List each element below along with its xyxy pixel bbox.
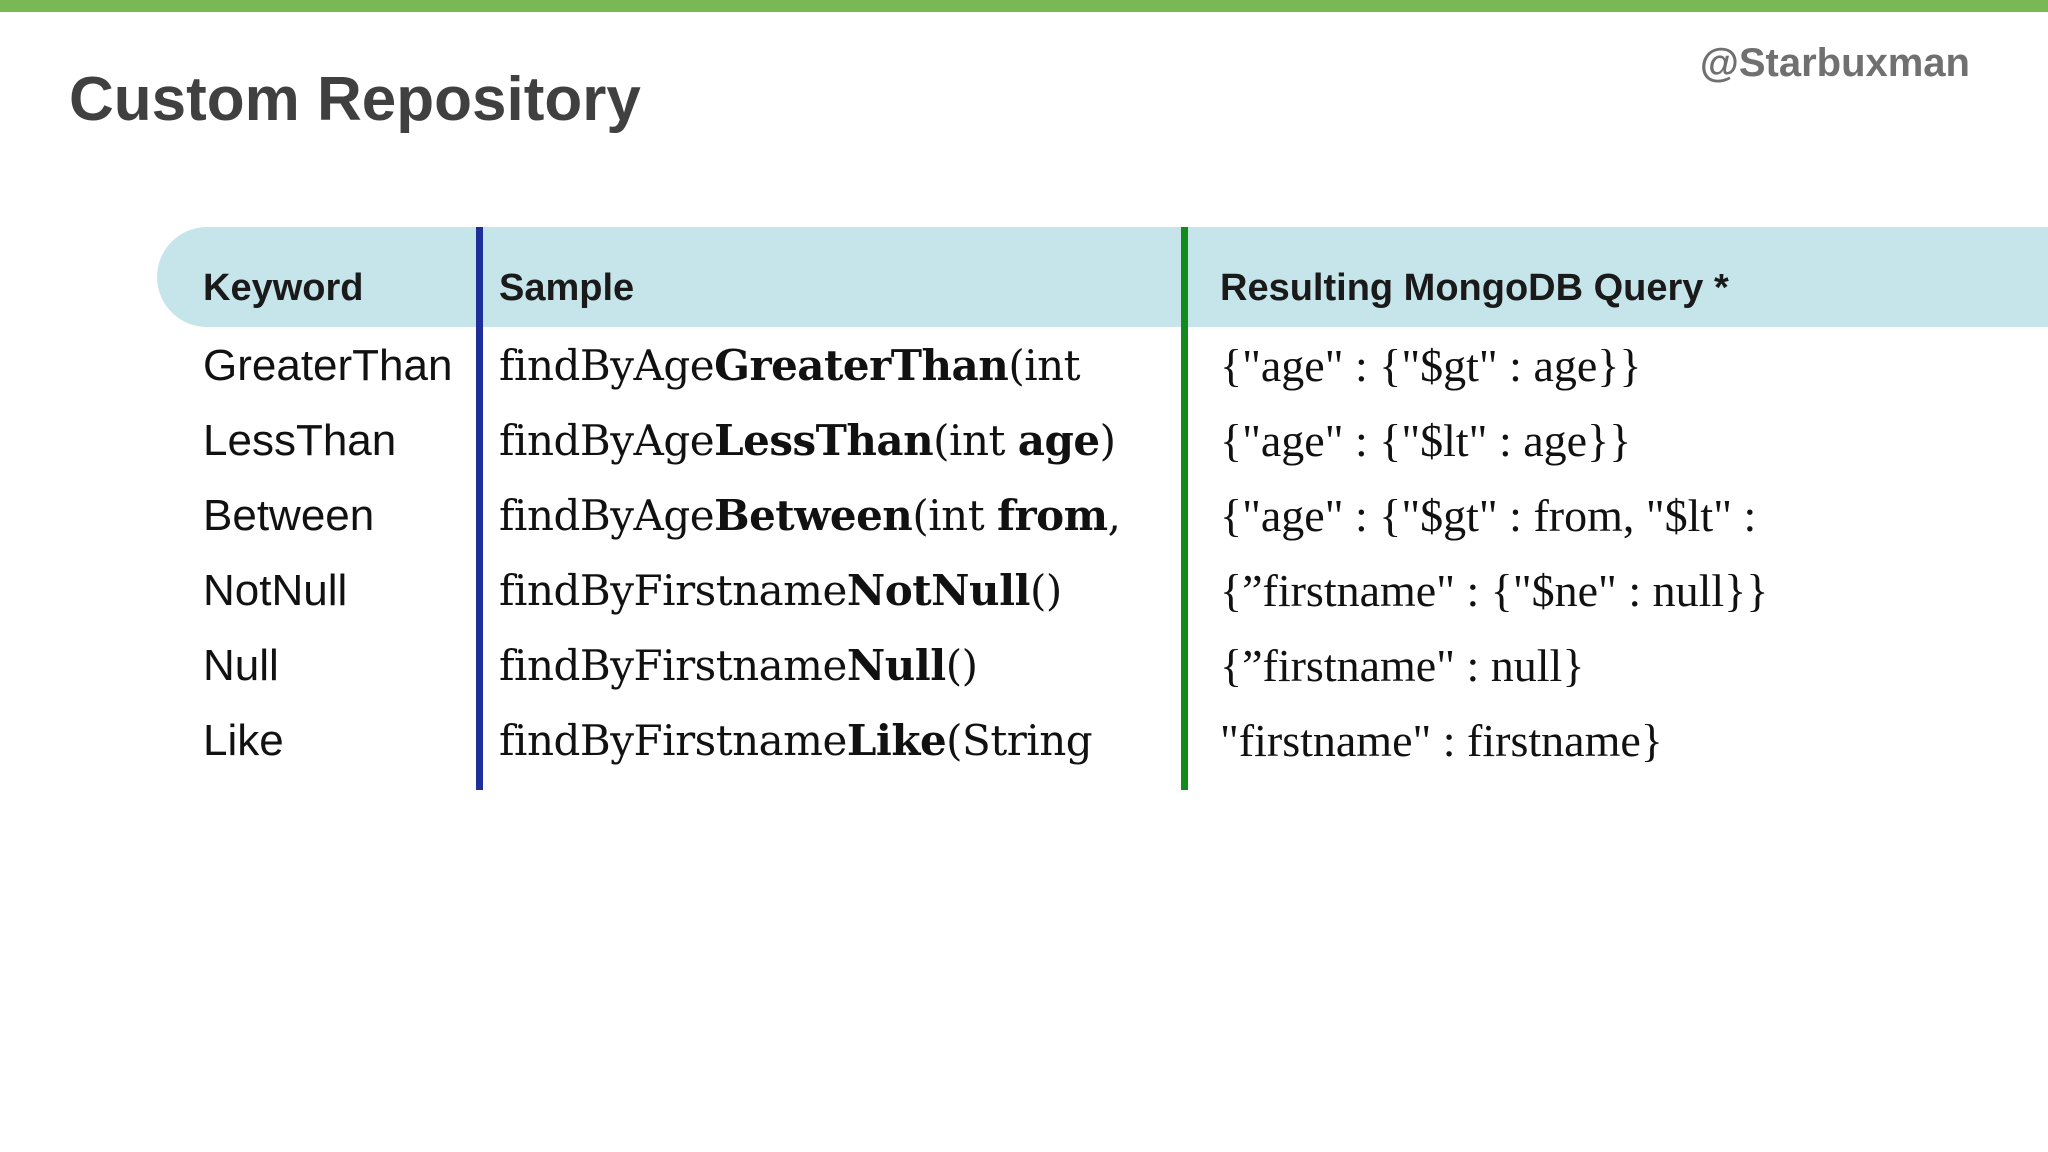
sample-keyword: Null [846,641,946,690]
sample-keyword: LessThan [714,416,934,465]
sample-cell: findByFirstnameNotNull() [499,553,1181,628]
sample-prefix: findByAge [499,491,715,540]
sample-keyword: Between [714,491,913,540]
keyword-cell: Null [203,641,279,690]
sample-keyword: GreaterThan [714,341,1009,390]
table-row: NotNull findByFirstnameNotNull() {”first… [0,553,2048,628]
author-handle: @Starbuxman [1699,41,1970,85]
table-row: GreaterThan findByAgeGreaterThan(int {"a… [0,328,2048,403]
table-row: LessThan findByAgeLessThan(int age) {"ag… [0,403,2048,478]
sample-args: () [1030,566,1062,615]
sample-args: () [945,641,978,690]
sample-args: (int [1008,341,1081,390]
query-cell: {"age" : {"$gt" : from, "$lt" : [1220,490,1757,541]
sample-cell: findByAgeBetween(int from, [499,478,1181,553]
sample-keyword: Like [846,716,947,765]
sample-prefix: findByAge [499,341,715,390]
query-cell: {"age" : {"$lt" : age}} [1220,415,1632,466]
query-cell: "firstname" : firstname} [1220,715,1663,766]
query-cell: {”firstname" : null} [1220,640,1585,691]
sample-arg-name: age [1017,416,1100,465]
sample-keyword: NotNull [846,566,1031,615]
sample-prefix: findByFirstname [499,716,847,765]
table-row: Between findByAgeBetween(int from, {"age… [0,478,2048,553]
sample-prefix: findByAge [499,416,715,465]
sample-cell: findByFirstnameNull() [499,628,1181,703]
top-accent-bar [0,0,2048,12]
sample-cell: findByAgeLessThan(int age) [499,403,1181,478]
keyword-cell: LessThan [203,416,397,465]
sample-tail: ) [1099,416,1116,465]
column-divider-blue [476,227,483,790]
header-sample: Sample [499,267,635,309]
sample-prefix: findByFirstname [499,566,847,615]
header-keyword: Keyword [203,267,364,309]
keyword-cell: Between [203,491,375,540]
keyword-cell: NotNull [203,566,348,615]
query-cell: {"age" : {"$gt" : age}} [1220,340,1642,391]
sample-prefix: findByFirstname [499,641,847,690]
column-divider-green [1181,227,1188,790]
table-header-band [157,227,2048,327]
sample-args: (int [933,416,1018,465]
sample-cell: findByFirstnameLike(String [499,703,1181,778]
sample-tail: , [1107,491,1121,540]
keyword-cell: Like [203,716,284,765]
table-row: Null findByFirstnameNull() {”firstname" … [0,628,2048,703]
slide-title: Custom Repository [69,65,641,134]
table-body: GreaterThan findByAgeGreaterThan(int {"a… [0,328,2048,778]
table-row: Like findByFirstnameLike(String "firstna… [0,703,2048,778]
header-query: Resulting MongoDB Query * [1220,267,1729,309]
sample-cell: findByAgeGreaterThan(int [499,328,1181,403]
sample-arg-name: from [996,491,1108,540]
sample-args: (String [946,716,1093,765]
keyword-cell: GreaterThan [203,341,453,390]
sample-args: (int [912,491,997,540]
query-cell: {”firstname" : {"$ne" : null}} [1220,565,1769,616]
